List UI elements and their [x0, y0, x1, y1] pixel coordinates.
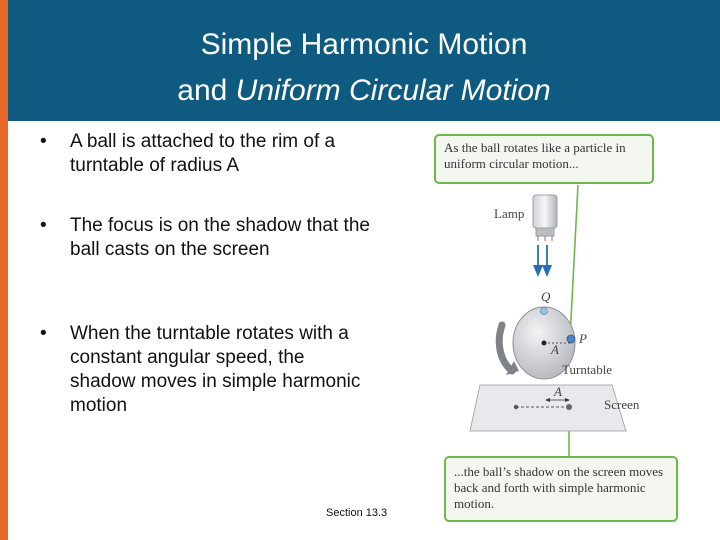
label-turntable: Turntable: [562, 362, 613, 377]
title-line-1: Simple Harmonic Motion: [200, 28, 528, 61]
label-p: P: [579, 331, 587, 346]
title-banner: Simple Harmonic Motion and Uniform Circu…: [8, 0, 720, 121]
rotation-arrow-icon: [495, 321, 519, 375]
screen-panel: [469, 384, 627, 432]
title-line-2-plain: and: [177, 74, 236, 107]
label-lamp: Lamp: [494, 206, 525, 221]
bullet-text: A ball is attached to the rim of a turnt…: [70, 131, 336, 176]
callout-top: As the ball rotates like a particle in u…: [434, 134, 654, 184]
connector-line-top: [569, 184, 579, 339]
label-a-disk: A: [551, 342, 559, 357]
section-footer: Section 13.3: [326, 507, 388, 519]
figure-drawing: [469, 184, 627, 456]
bullet-text: When the turntable rotates with a consta…: [70, 323, 361, 416]
bullet-item: • When the turntable rotates with a cons…: [40, 322, 370, 418]
bullet-marker: •: [40, 215, 47, 236]
title-line-2: and Uniform Circular Motion: [8, 74, 720, 108]
title-line-2-italic: Uniform Circular Motion: [235, 74, 551, 107]
turntable-figure: As the ball rotates like a particle in u…: [420, 125, 680, 530]
callout-bottom: ...the ball’s shadow on the screen moves…: [444, 456, 678, 522]
bullet-marker: •: [40, 131, 47, 152]
bullet-item: • A ball is attached to the rim of a tur…: [40, 130, 370, 178]
label-q: Q: [541, 289, 551, 304]
label-a-screen: A: [554, 384, 562, 399]
accent-bar: [0, 0, 8, 540]
turntable-disk: [512, 306, 576, 380]
ball-marker: [566, 334, 576, 344]
label-screen: Screen: [604, 397, 640, 412]
point-q-marker: [540, 307, 548, 315]
bullet-item: • The focus is on the shadow that the ba…: [40, 214, 370, 262]
light-rays: [533, 245, 552, 277]
bullet-marker: •: [40, 323, 47, 344]
lamp-icon: [532, 194, 558, 241]
bullet-text: The focus is on the shadow that the ball…: [70, 215, 370, 260]
